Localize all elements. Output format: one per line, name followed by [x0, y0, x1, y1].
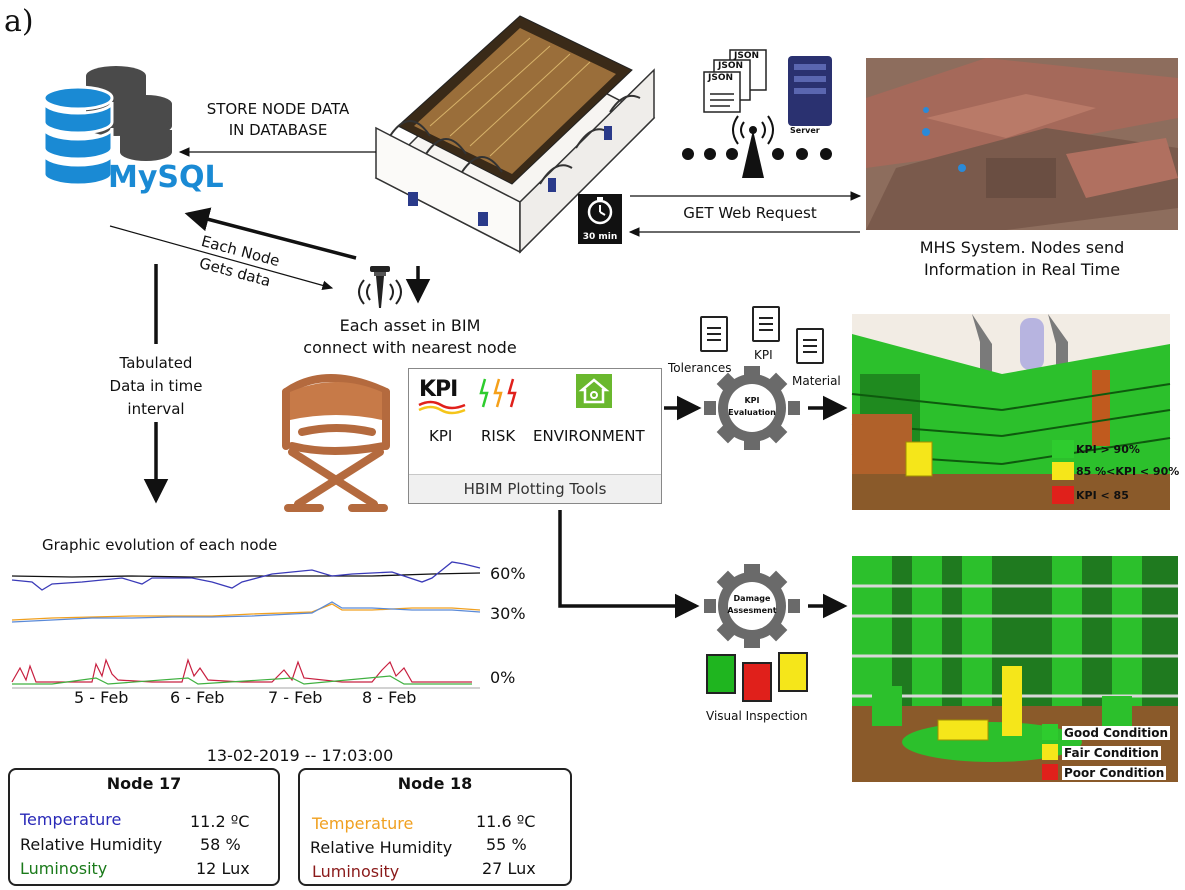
inspection-doc-yellow	[778, 652, 808, 692]
environment-tool-label: ENVIRONMENT	[533, 427, 645, 445]
store-label-line1: STORE NODE DATA	[206, 100, 350, 118]
node-17-temperature-value: 11.2 ºC	[190, 812, 250, 831]
graph-date-1: 5 - Feb	[74, 688, 129, 707]
material-doc-icon	[796, 328, 824, 364]
signal-dots-left	[682, 148, 738, 160]
kpi-evaluation-gear	[704, 366, 800, 450]
kpi-legend-label-red: KPI < 85	[1076, 489, 1129, 502]
json-label-1: JSON	[734, 51, 760, 61]
inspection-doc-red	[742, 662, 772, 702]
node-evolution-graph	[11, 561, 481, 689]
node-17-title: Node 17	[106, 774, 182, 793]
risk-tool-button[interactable]: RISK	[475, 373, 527, 457]
kpi-gear-label-2: Evaluation	[728, 408, 776, 417]
graph-pct-60: 60%	[490, 564, 526, 583]
tolerances-doc-icon	[700, 316, 728, 352]
node-18-humidity-value: 55 %	[486, 835, 527, 854]
signal-dots-right	[772, 148, 832, 160]
kpi-logo-icon: KPI	[419, 377, 458, 402]
condition-legend-swatch-yellow	[1042, 744, 1058, 760]
kpi-gear-label-1: KPI	[744, 396, 760, 405]
kpi-legend-label-green: KPI > 90%	[1076, 443, 1140, 456]
tabulated-label-line2: Data in time	[109, 377, 203, 395]
condition-legend-swatch-green	[1042, 724, 1058, 740]
panel-label: a)	[4, 4, 34, 39]
node-18-humidity-label: Relative Humidity	[310, 838, 453, 857]
json-label-2: JSON	[718, 61, 744, 71]
node-18-temperature-value: 11.6 ºC	[476, 812, 536, 831]
node-18-title: Node 18	[397, 774, 473, 793]
damage-assessment-gear	[704, 564, 800, 648]
antenna-icon	[732, 115, 774, 178]
node-18-temperature-label: Temperature	[312, 814, 414, 833]
timer-label: 30 min	[582, 232, 618, 242]
node-18-luminosity-label: Luminosity	[312, 862, 400, 881]
graph-date-4: 8 - Feb	[362, 688, 417, 707]
risk-icon	[479, 378, 517, 408]
tolerances-label: Tolerances	[668, 361, 732, 375]
server-icon	[788, 56, 832, 126]
kpi-legend-swatch-red	[1052, 486, 1074, 504]
kpi-legend-label-yellow: 85 %<KPI < 90%	[1076, 465, 1180, 478]
graph-title: Graphic evolution of each node	[42, 536, 278, 554]
material-label: Material	[792, 374, 841, 388]
kpi-legend-swatch-green	[1052, 440, 1074, 458]
database-icon	[42, 66, 172, 187]
server-label: Server	[790, 126, 820, 135]
hbim-toolbar: KPI KPI RISK ENVIRONMENT HBIM Plotting T…	[408, 368, 662, 504]
visual-inspection-label: Visual Inspection	[706, 709, 808, 723]
inspection-doc-green	[706, 654, 736, 694]
environment-icon	[576, 374, 612, 408]
timer-icon: 30 min	[578, 194, 622, 244]
condition-legend-swatch-red	[1042, 764, 1058, 780]
node-18-card: Node 18 Temperature 11.6 ºC Relative Hum…	[298, 768, 572, 886]
store-label-line2: IN DATABASE	[228, 121, 328, 139]
condition-legend-label-yellow: Fair Condition	[1062, 746, 1161, 760]
node-17-humidity-label: Relative Humidity	[20, 835, 163, 854]
graph-date-3: 7 - Feb	[268, 688, 323, 707]
bim-building-model	[374, 15, 656, 254]
damage-gear-label-1: Damage	[733, 594, 771, 603]
condition-legend-label-green: Good Condition	[1062, 726, 1171, 740]
environment-tool-button[interactable]: ENVIRONMENT	[533, 373, 657, 457]
toolbar-caption: HBIM Plotting Tools	[409, 474, 661, 503]
damage-gear-label-2: Assesment	[727, 606, 777, 615]
asset-label-line1: Each asset in BIM	[339, 316, 481, 335]
get-request-label: GET Web Request	[683, 204, 817, 222]
kpi-input-label: KPI	[754, 348, 773, 362]
aerial-photo	[866, 58, 1178, 230]
graph-date-2: 6 - Feb	[170, 688, 225, 707]
node-17-luminosity-label: Luminosity	[20, 859, 108, 878]
kpi-tool-button[interactable]: KPI KPI	[415, 373, 467, 457]
tabulated-label-line3: interval	[127, 400, 185, 418]
timestamp: 13-02-2019 -- 17:03:00	[206, 746, 394, 765]
mysql-label: MySQL	[108, 160, 224, 195]
node-17-card: Node 17 Temperature 11.2 ºC Relative Hum…	[8, 768, 280, 886]
sensor-node-icon	[358, 266, 402, 308]
graph-pct-30: 30%	[490, 604, 526, 623]
chair-asset	[282, 374, 390, 512]
asset-label-line2: connect with nearest node	[303, 338, 517, 357]
graph-pct-0: 0%	[490, 668, 516, 687]
kpi-result-model: KPI > 90% 85 %<KPI < 90% KPI < 85	[851, 314, 1179, 510]
kpi-legend-swatch-yellow	[1052, 462, 1074, 480]
kpi-doc-icon	[752, 306, 780, 342]
node-17-temperature-label: Temperature	[20, 810, 122, 829]
node-17-luminosity-value: 12 Lux	[196, 859, 250, 878]
node-17-humidity-value: 58 %	[200, 835, 241, 854]
condition-result-model: Good Condition Fair Condition Poor Condi…	[852, 556, 1178, 782]
tabulated-label-line1: Tabulated	[119, 354, 193, 372]
condition-legend-label-red: Poor Condition	[1062, 766, 1167, 780]
risk-tool-label: RISK	[481, 427, 516, 445]
json-label-3: JSON	[708, 73, 734, 83]
mhs-label-line1: MHS System. Nodes send	[919, 238, 1125, 257]
node-18-luminosity-value: 27 Lux	[482, 859, 536, 878]
json-documents-icon	[703, 49, 767, 113]
kpi-tool-label: KPI	[429, 427, 453, 445]
mhs-label-line2: Information in Real Time	[923, 260, 1121, 279]
